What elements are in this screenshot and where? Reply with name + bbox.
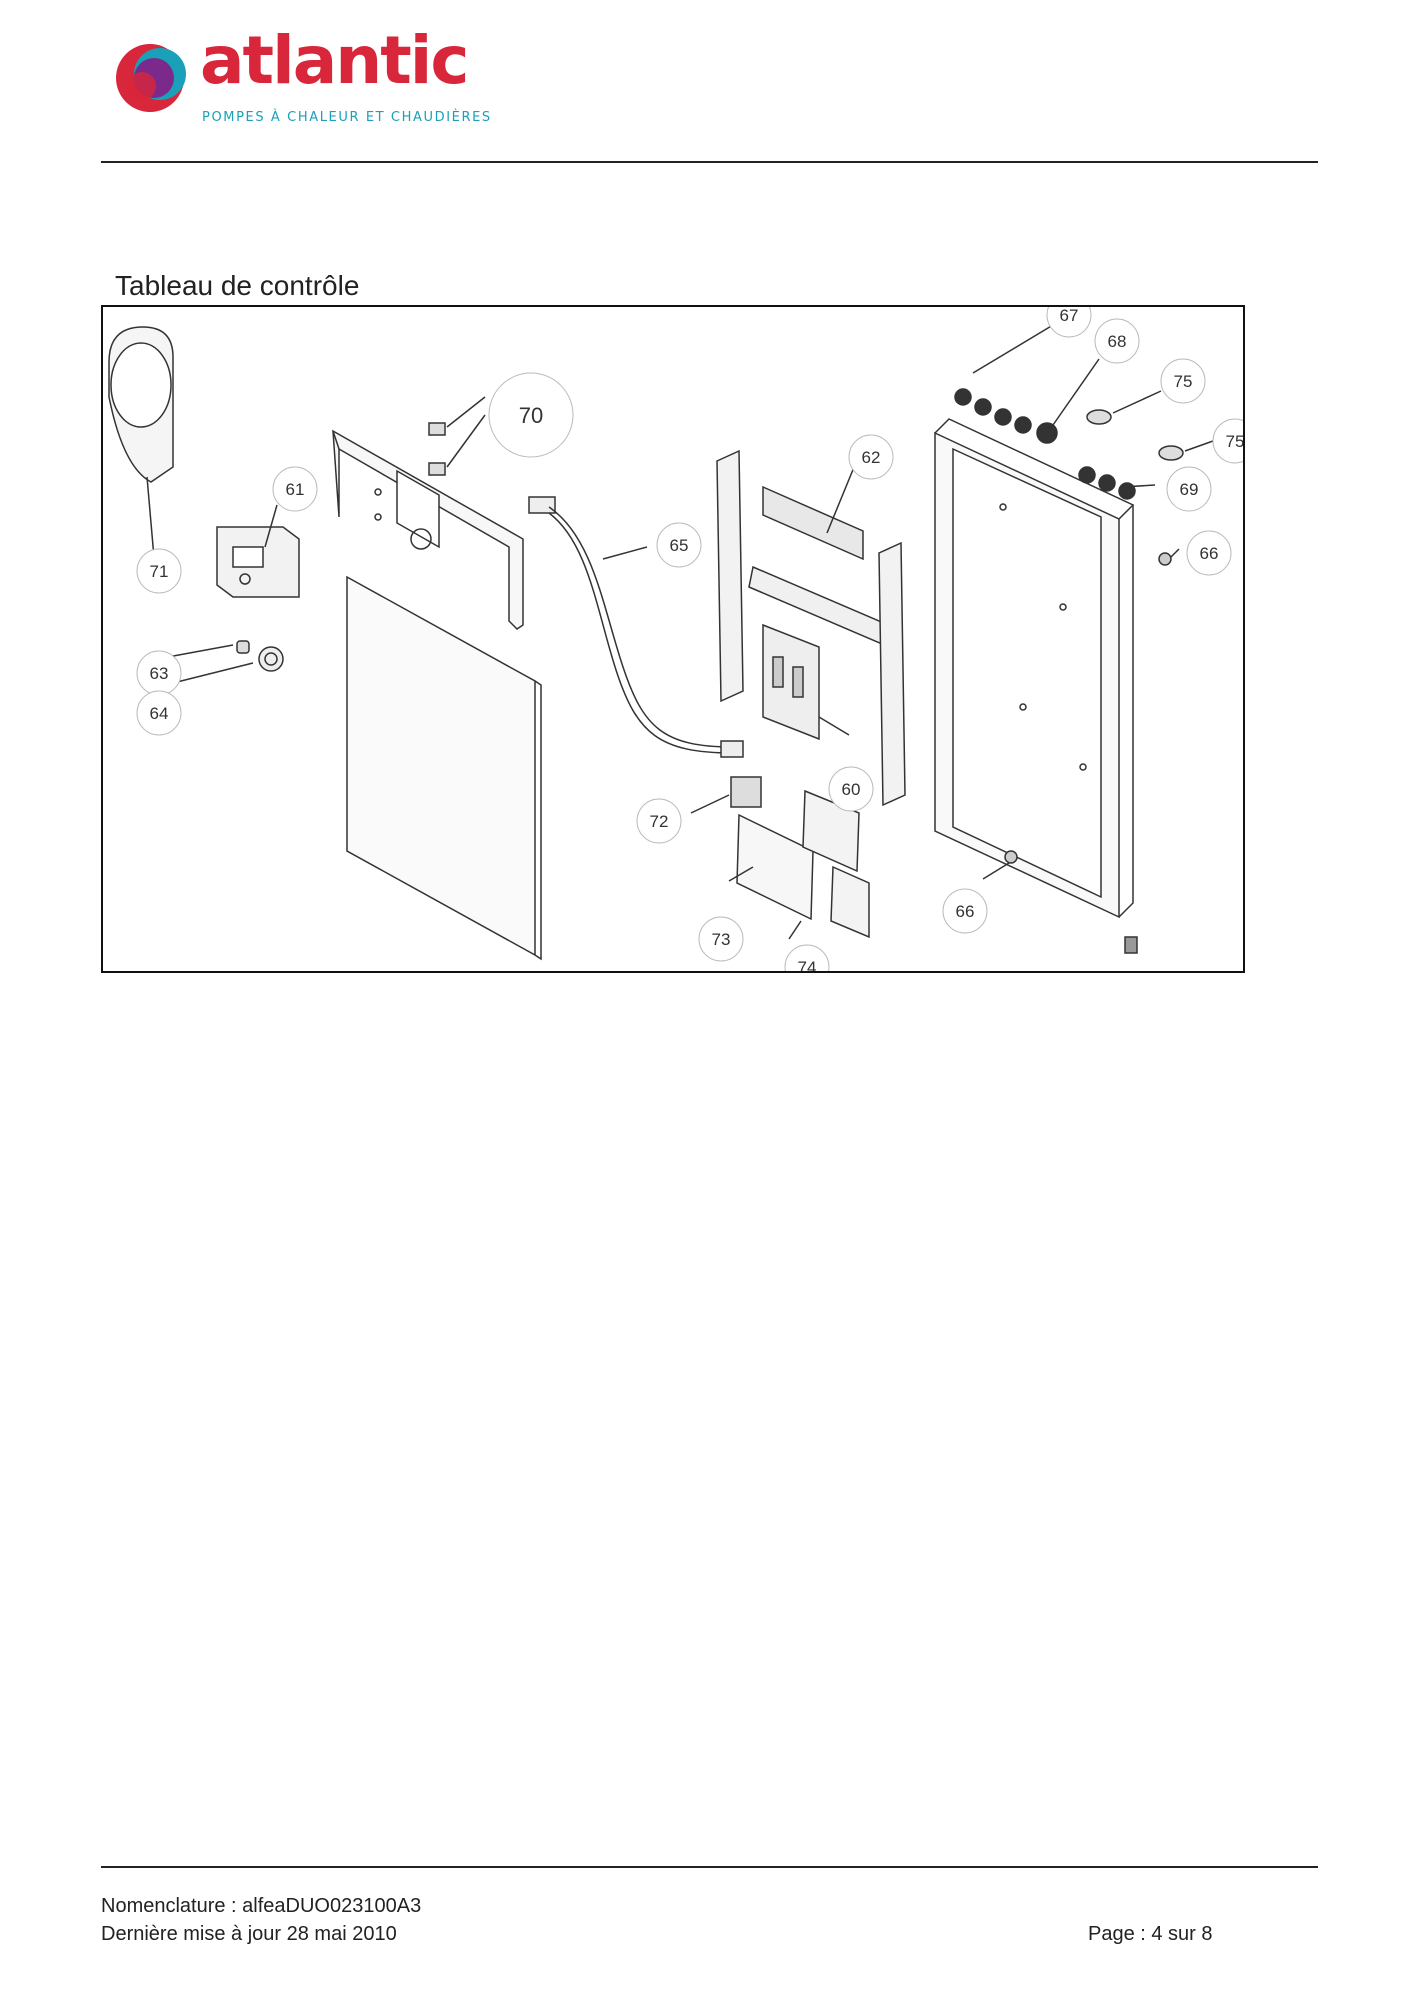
callout-label: 68 [1108,332,1127,351]
exploded-parts-diagram: 67 68 75 75 70 62 61 69 65 66 71 63 64 6… [101,305,1245,973]
brand-tagline: POMPES À CHALEUR ET CHAUDIÈRES [202,110,492,125]
part-enclosure-frame [934,418,1135,919]
callout-75b: 75 [1212,418,1243,464]
part-grommets-66 [1004,552,1172,954]
callout-64: 64 [136,690,182,736]
callout-60: 60 [828,766,874,812]
footer-divider [101,1866,1318,1868]
callout-label: 71 [150,562,169,581]
callout-75: 75 [1160,358,1206,404]
callouts: 67 68 75 75 70 62 61 69 65 66 71 63 64 6… [136,307,1243,971]
footer-last-update: Dernière mise à jour 28 mai 2010 [101,1923,397,1945]
diagram-drawing: 67 68 75 75 70 62 61 69 65 66 71 63 64 6… [108,307,1243,971]
part-knobs-63-64 [236,640,284,672]
callout-65: 65 [656,522,702,568]
part-terminal-block-60 [762,623,820,741]
callout-label: 73 [712,930,731,949]
brand-name: atlantic [200,22,470,99]
part-transformer-72 [730,776,762,808]
callout-label: 75 [1174,372,1193,391]
section-title: Tableau de contrôle [115,270,360,301]
callout-label: 61 [286,480,305,499]
callout-69: 69 [1166,466,1212,512]
callout-74: 74 [784,944,830,971]
part-front-panel [346,575,542,961]
callout-label: 69 [1180,480,1199,499]
part-cable-harness-65 [528,496,744,758]
callout-68: 68 [1094,318,1140,364]
part-cable-glands-67-68-69 [954,388,1136,500]
callout-67: 67 [1046,307,1092,338]
callout-label: 75 [1226,432,1243,451]
callout-66: 66 [1186,530,1232,576]
part-cover-71 [108,326,174,483]
header-divider [101,161,1318,163]
callout-label: 64 [150,704,169,723]
callout-70: 70 [488,372,574,458]
atlantic-drop-logo-icon [116,44,186,112]
footer-nomenclature: Nomenclature : alfeaDUO023100A3 [101,1895,422,1917]
callout-62: 62 [848,434,894,480]
part-din-rail-62 [716,449,906,807]
part-plates-73-74 [736,789,870,939]
callout-label: 65 [670,536,689,555]
callout-label: 70 [519,403,543,428]
footer-page-number: Page : 4 sur 8 [1088,1923,1213,1945]
callout-label: 66 [1200,544,1219,563]
callout-label: 72 [650,812,669,831]
part-display-61 [216,526,300,598]
callout-63: 63 [136,650,182,696]
callout-label: 67 [1060,307,1079,325]
callout-61: 61 [272,466,318,512]
callout-label: 74 [798,958,817,971]
brand-logo: atlantic POMPES À CHALEUR ET CHAUDIÈRES [112,28,492,128]
callout-72: 72 [636,798,682,844]
callout-label: 60 [842,780,861,799]
part-clamps-75 [1086,409,1184,461]
callout-71: 71 [136,548,182,594]
callout-label: 66 [956,902,975,921]
callout-label: 62 [862,448,881,467]
part-front-plate-70 [332,422,524,630]
callout-73: 73 [698,916,744,962]
callout-label: 63 [150,664,169,683]
callout-66b: 66 [942,888,988,934]
